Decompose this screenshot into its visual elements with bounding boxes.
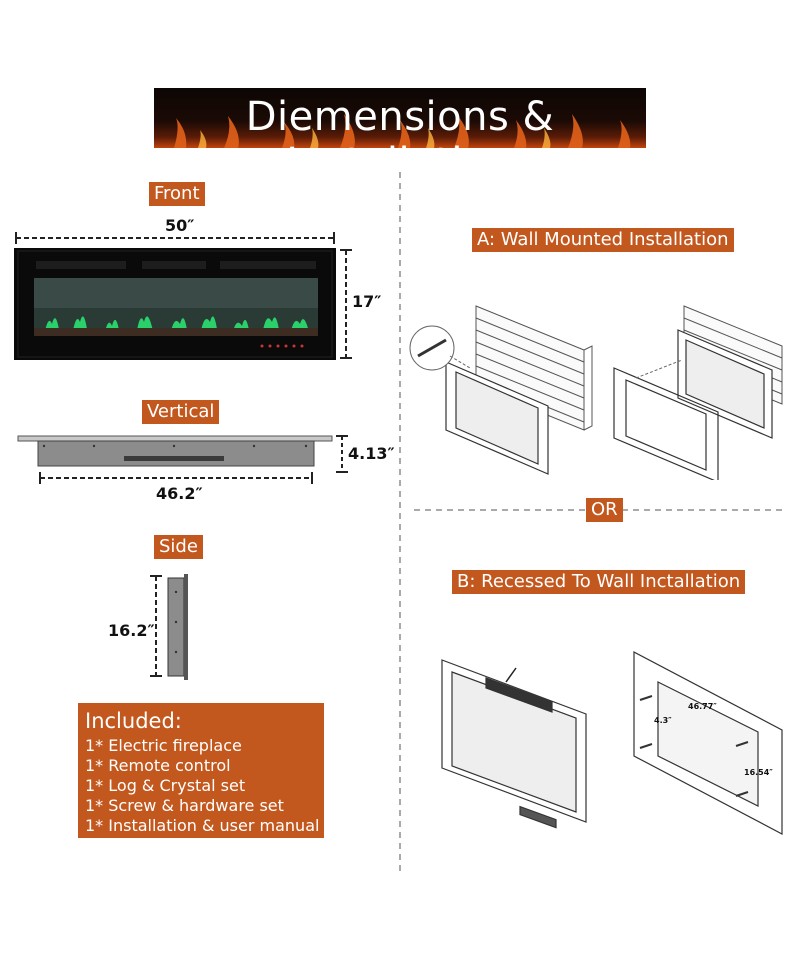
- included-item: 1* Log & Crystal set: [85, 776, 246, 795]
- or-separator-line: [414, 509, 786, 511]
- included-item: 1* Screw & hardware set: [85, 796, 284, 815]
- included-item: 1* Installation & user manual: [85, 816, 320, 835]
- page-title: Diemensions & Installation: [245, 94, 555, 148]
- side-view-image: [167, 574, 188, 680]
- recess-depth-label: 4.3″: [654, 716, 672, 725]
- front-width-dimension-line: [15, 232, 335, 244]
- front-width-label: 50″: [165, 216, 195, 235]
- column-divider: [399, 172, 401, 872]
- side-tag: Side: [154, 535, 203, 559]
- included-item: 1* Electric fireplace: [85, 736, 242, 755]
- vertical-width-label: 46.2″: [156, 484, 203, 503]
- front-height-label: 17″: [352, 292, 382, 311]
- side-height-label: 16.2″: [108, 621, 155, 640]
- side-height-dimension-line: [150, 575, 162, 677]
- recess-width-label: 46.77″: [688, 702, 717, 711]
- title-banner: Diemensions & Installation: [154, 88, 646, 148]
- included-title: Included:: [85, 709, 182, 733]
- front-tag: Front: [149, 182, 205, 206]
- included-item: 1* Remote control: [85, 756, 231, 775]
- vertical-depth-dimension-line: [336, 435, 348, 473]
- vertical-width-dimension-line: [39, 472, 313, 484]
- vertical-view-image: [17, 435, 333, 467]
- vertical-depth-label: 4.13″: [348, 444, 395, 463]
- vertical-tag: Vertical: [142, 400, 220, 424]
- wall-mounted-diagram: [409, 305, 783, 480]
- recessed-tag: B: Recessed To Wall Inctallation: [452, 570, 746, 594]
- included-box: Included: 1* Electric fireplace 1* Remot…: [78, 703, 324, 838]
- recessed-diagram: [441, 651, 783, 835]
- or-tag: OR: [586, 498, 623, 522]
- recess-height-label: 16.54″: [744, 768, 773, 777]
- front-fireplace-image: [14, 248, 336, 360]
- flame-decoration: [174, 114, 631, 148]
- wall-mounted-tag: A: Wall Mounted Installation: [472, 228, 734, 252]
- front-height-dimension-line: [340, 249, 352, 359]
